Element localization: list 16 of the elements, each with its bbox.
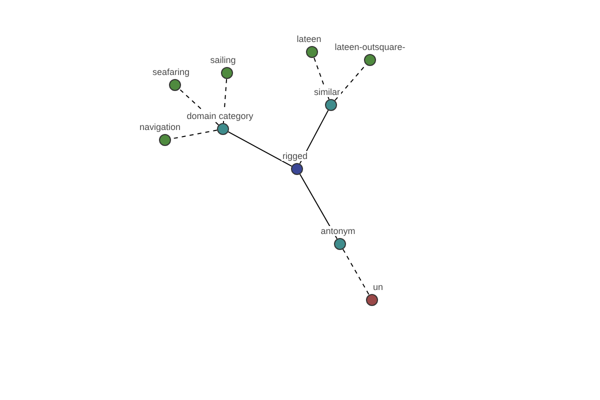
node-label: lateen-outsquare- bbox=[334, 42, 406, 52]
node-label: antonym bbox=[320, 226, 356, 236]
node-label: domain category bbox=[186, 111, 254, 121]
connector-line bbox=[222, 78, 228, 124]
connector-line bbox=[299, 174, 338, 240]
node-label: lateen bbox=[296, 34, 322, 44]
connector-line bbox=[342, 248, 370, 296]
node-label: sailing bbox=[209, 55, 237, 65]
connector-line bbox=[334, 64, 367, 101]
connector-line bbox=[228, 131, 292, 167]
node-label: seafaring bbox=[151, 67, 191, 77]
connector-line bbox=[314, 57, 330, 100]
node-label: similar bbox=[313, 87, 341, 97]
node-label: rigged bbox=[281, 151, 309, 161]
node-label: navigation bbox=[138, 122, 182, 132]
node-label: un bbox=[372, 282, 384, 292]
